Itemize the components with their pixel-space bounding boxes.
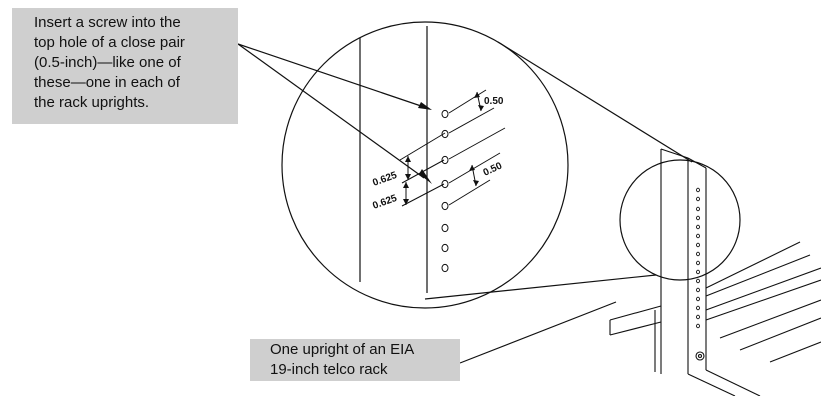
callout-line: 19-inch telco rack [270,361,388,378]
dim-label-lower-pair: 0.50 [482,160,505,178]
arrowhead-lower [419,169,432,184]
callout-line: (0.5-inch)—like one of [34,54,181,71]
magnified-view-circle [281,21,569,309]
callout-line: the rack uprights. [34,94,150,111]
dim-label-spacing-lower: 0.625 [371,193,399,212]
rack-drawing [609,148,821,396]
rack-detail-circle [619,159,741,281]
pointer-to-lower-hole [237,43,425,179]
rack-holes [441,109,449,273]
callout-line: One upright of an EIA [270,341,415,358]
callout-line: Insert a screw into the [34,14,181,31]
callout-line: top hole of a close pair [34,34,185,51]
dimension-leaders [399,89,506,207]
dim-label-upper-pair: 0.50 [484,96,504,107]
dimension-arrows [405,91,482,205]
dim-label-spacing-upper: 0.625 [371,170,399,189]
pointer-to-top-hole [237,43,425,108]
arrowhead-top [418,102,432,110]
rack-upright-holes [696,187,700,329]
screw-instruction-callout: Insert a screw into the top hole of a cl… [12,8,238,124]
pointer-to-upright [459,301,617,364]
rack-upright-callout: One upright of an EIA 19-inch telco rack [250,339,460,381]
magnify-connector-top [497,41,693,163]
callout-line: these—one in each of [34,74,180,91]
magnify-connector-bottom [424,274,657,300]
